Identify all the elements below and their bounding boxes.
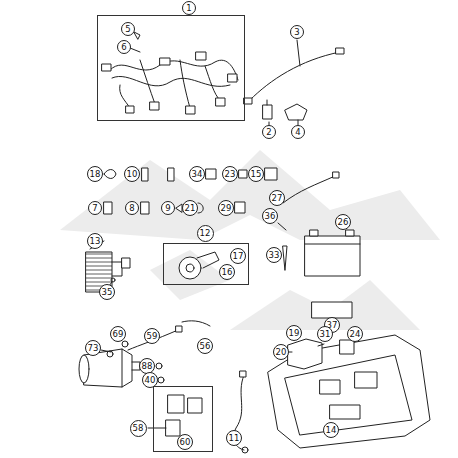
callout-number: 34 (192, 170, 203, 179)
callout-number: 13 (90, 237, 101, 246)
callout-circle: 8 (125, 201, 139, 215)
callout-number: 59 (147, 332, 158, 341)
callout-number: 20 (276, 348, 287, 357)
callout-number: 60 (180, 438, 191, 447)
callout-circle: 33 (266, 247, 282, 263)
callout-number: 10 (127, 170, 138, 179)
callout-number: 12 (197, 225, 214, 242)
callout-number: 40 (145, 376, 156, 385)
callout-number: 7 (92, 204, 97, 213)
callout-number: 23 (225, 170, 236, 179)
callout-number: 4 (295, 128, 300, 137)
callout-number: 24 (350, 330, 361, 339)
callout-circle: 73 (85, 340, 101, 356)
callout-circle: 23 (222, 166, 238, 182)
callout-number: 8 (129, 204, 134, 213)
callout-circle: 7 (88, 201, 102, 215)
callout-circle: 60 (177, 434, 193, 450)
callout-circle: 19 (286, 325, 302, 341)
callout-number: 31 (320, 330, 331, 339)
callout-number: 19 (289, 329, 300, 338)
callout-circle: 35 (99, 284, 115, 300)
callout-number: 14 (326, 426, 337, 435)
callout-circle: 9 (161, 201, 175, 215)
callout-number: 26 (338, 218, 349, 227)
callout-circle: 5 (121, 22, 135, 36)
callout-circle: 56 (197, 338, 213, 354)
callout-circle: 17 (230, 248, 246, 264)
callout-circle: 31 (317, 326, 333, 342)
callout-circle: 11 (226, 430, 242, 446)
group-frame: 156 (97, 15, 245, 121)
callout-circle: 20 (273, 344, 289, 360)
callout-circle: 4 (291, 125, 305, 139)
callout-circle: 27 (269, 190, 285, 206)
callout-number: 17 (233, 252, 244, 261)
callout-number: 9 (165, 204, 170, 213)
callout-number: 15 (251, 170, 262, 179)
callout-circle: 24 (347, 326, 363, 342)
callout-number: 16 (222, 268, 233, 277)
callout-number: 56 (200, 342, 211, 351)
callout-circle: 2 (262, 125, 276, 139)
callout-number: 21 (185, 204, 196, 213)
callout-number: 5 (125, 25, 130, 34)
callout-circle: 69 (110, 326, 126, 342)
callout-number: 73 (88, 344, 99, 353)
callout-circle: 6 (117, 40, 131, 54)
group-frame: 5860 (153, 386, 213, 452)
callout-circle: 16 (219, 264, 235, 280)
callout-circle: 36 (262, 208, 278, 224)
callout-number: 6 (121, 43, 126, 52)
callout-number: 1 (182, 1, 196, 15)
callout-number: 29 (221, 204, 232, 213)
callout-circle: 29 (218, 200, 234, 216)
callout-number: 33 (269, 251, 280, 260)
callout-circle: 18 (87, 166, 103, 182)
group-frame: 121716 (163, 243, 249, 285)
callout-circle: 21 (182, 200, 198, 216)
callout-circle: 59 (144, 328, 160, 344)
watermark-logo (60, 150, 440, 330)
callout-number: 69 (113, 330, 124, 339)
callout-number: 2 (266, 128, 271, 137)
callout-number: 36 (265, 212, 276, 221)
callout-circle: 14 (323, 422, 339, 438)
callout-circle: 13 (87, 233, 103, 249)
callout-number: 88 (142, 362, 153, 371)
callout-number: 18 (90, 170, 101, 179)
callout-number: 3 (294, 28, 299, 37)
callout-circle: 10 (124, 166, 140, 182)
callout-number: 11 (229, 434, 240, 443)
callout-number: 58 (130, 420, 147, 437)
callout-circle: 34 (189, 166, 205, 182)
callout-number: 27 (272, 194, 283, 203)
callout-circle: 3 (290, 25, 304, 39)
callout-circle: 15 (248, 166, 264, 182)
callout-number: 35 (102, 288, 113, 297)
callout-circle: 26 (335, 214, 351, 230)
